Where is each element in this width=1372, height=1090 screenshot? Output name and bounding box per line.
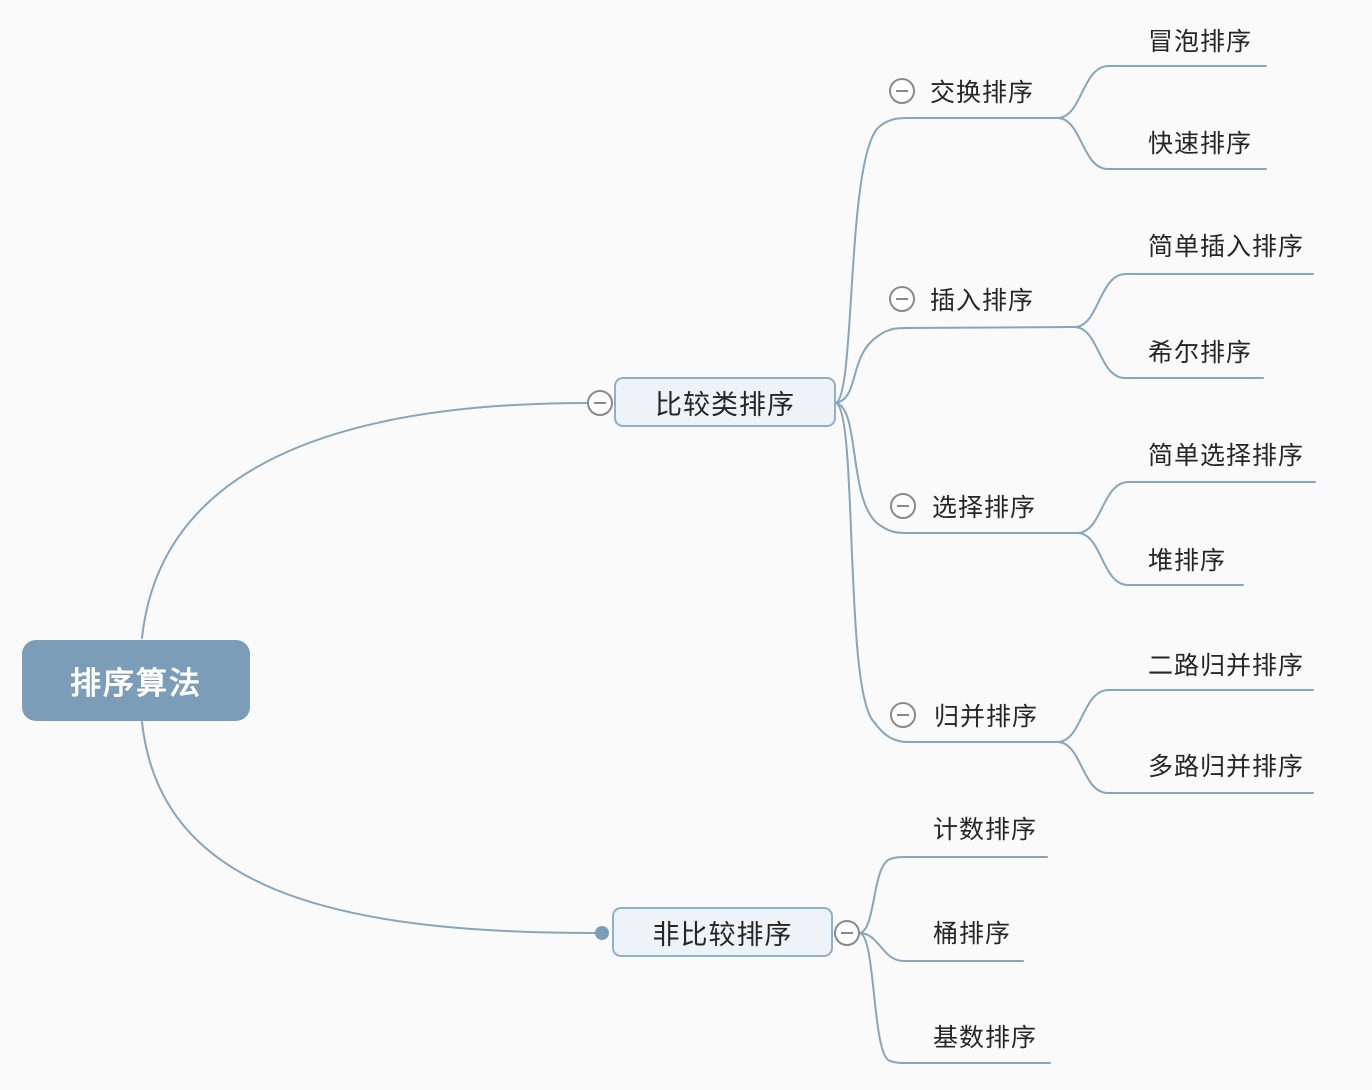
minus-icon [896, 298, 908, 300]
topic-multi-way-merge-sort[interactable]: 多路归并排序 [1148, 753, 1305, 781]
link-comparison-to-merge [835, 402, 1059, 743]
topic-merge-sort[interactable]: 归并排序 [934, 703, 1039, 731]
topic-exchange-sort[interactable]: 交换排序 [930, 79, 1035, 107]
collapse-button-merge[interactable] [890, 702, 916, 728]
topic-two-way-merge-sort[interactable]: 二路归并排序 [1148, 652, 1305, 680]
link-exchange-to-bubble [1057, 65, 1267, 119]
root-topic[interactable]: 排序算法 [22, 640, 250, 721]
topic-simple-insertion-sort[interactable]: 简单插入排序 [1148, 233, 1305, 261]
link-merge-to-two-way [1057, 689, 1314, 743]
topic-noncomparison-sort-label: 非比较排序 [652, 919, 793, 950]
link-comparison-to-insertion [835, 326, 1076, 404]
link-noncomparison-to-bucket [859, 932, 1024, 962]
minus-icon [896, 90, 908, 92]
root-topic-label: 排序算法 [70, 666, 202, 701]
link-comparison-to-selection [835, 402, 1079, 534]
topic-quick-sort[interactable]: 快速排序 [1148, 130, 1253, 158]
topic-counting-sort[interactable]: 计数排序 [933, 816, 1038, 844]
topic-comparison-sort[interactable]: 比较类排序 [614, 377, 836, 427]
topic-bucket-sort[interactable]: 桶排序 [933, 920, 1012, 948]
topic-simple-selection-sort[interactable]: 简单选择排序 [1148, 442, 1305, 470]
minus-icon [841, 932, 853, 934]
collapse-button-insertion[interactable] [889, 286, 915, 312]
topic-comparison-sort-label: 比较类排序 [655, 389, 795, 420]
minus-icon [897, 505, 909, 507]
link-root-to-comparison [141, 402, 589, 639]
link-selection-to-simple-selection [1077, 481, 1316, 534]
topic-shell-sort[interactable]: 希尔排序 [1148, 339, 1253, 367]
link-comparison-to-exchange [835, 117, 1059, 404]
topic-heap-sort[interactable]: 堆排序 [1148, 547, 1227, 575]
topic-selection-sort[interactable]: 选择排序 [932, 494, 1037, 522]
collapse-button-selection[interactable] [890, 493, 916, 519]
topic-bubble-sort[interactable]: 冒泡排序 [1148, 28, 1253, 56]
minus-icon [594, 402, 606, 404]
branch-anchor-dot-icon [595, 926, 609, 940]
topic-noncomparison-sort[interactable]: 非比较排序 [612, 907, 833, 957]
minus-icon [897, 714, 909, 716]
link-noncomparison-to-counting [859, 856, 1048, 934]
topic-radix-sort[interactable]: 基数排序 [933, 1024, 1038, 1052]
link-merge-to-multi-way [1057, 741, 1314, 794]
collapse-button-comparison[interactable] [587, 390, 613, 416]
link-root-to-noncomparison [141, 721, 596, 934]
link-selection-to-heap [1077, 532, 1244, 586]
collapse-button-exchange[interactable] [889, 78, 915, 104]
collapse-button-noncomparison[interactable] [834, 920, 860, 946]
link-insertion-to-shell [1074, 326, 1264, 379]
link-insertion-to-simple-insertion [1074, 273, 1314, 328]
link-exchange-to-quick [1057, 117, 1267, 170]
link-noncomparison-to-radix [859, 932, 1051, 1064]
topic-insertion-sort[interactable]: 插入排序 [930, 287, 1035, 315]
